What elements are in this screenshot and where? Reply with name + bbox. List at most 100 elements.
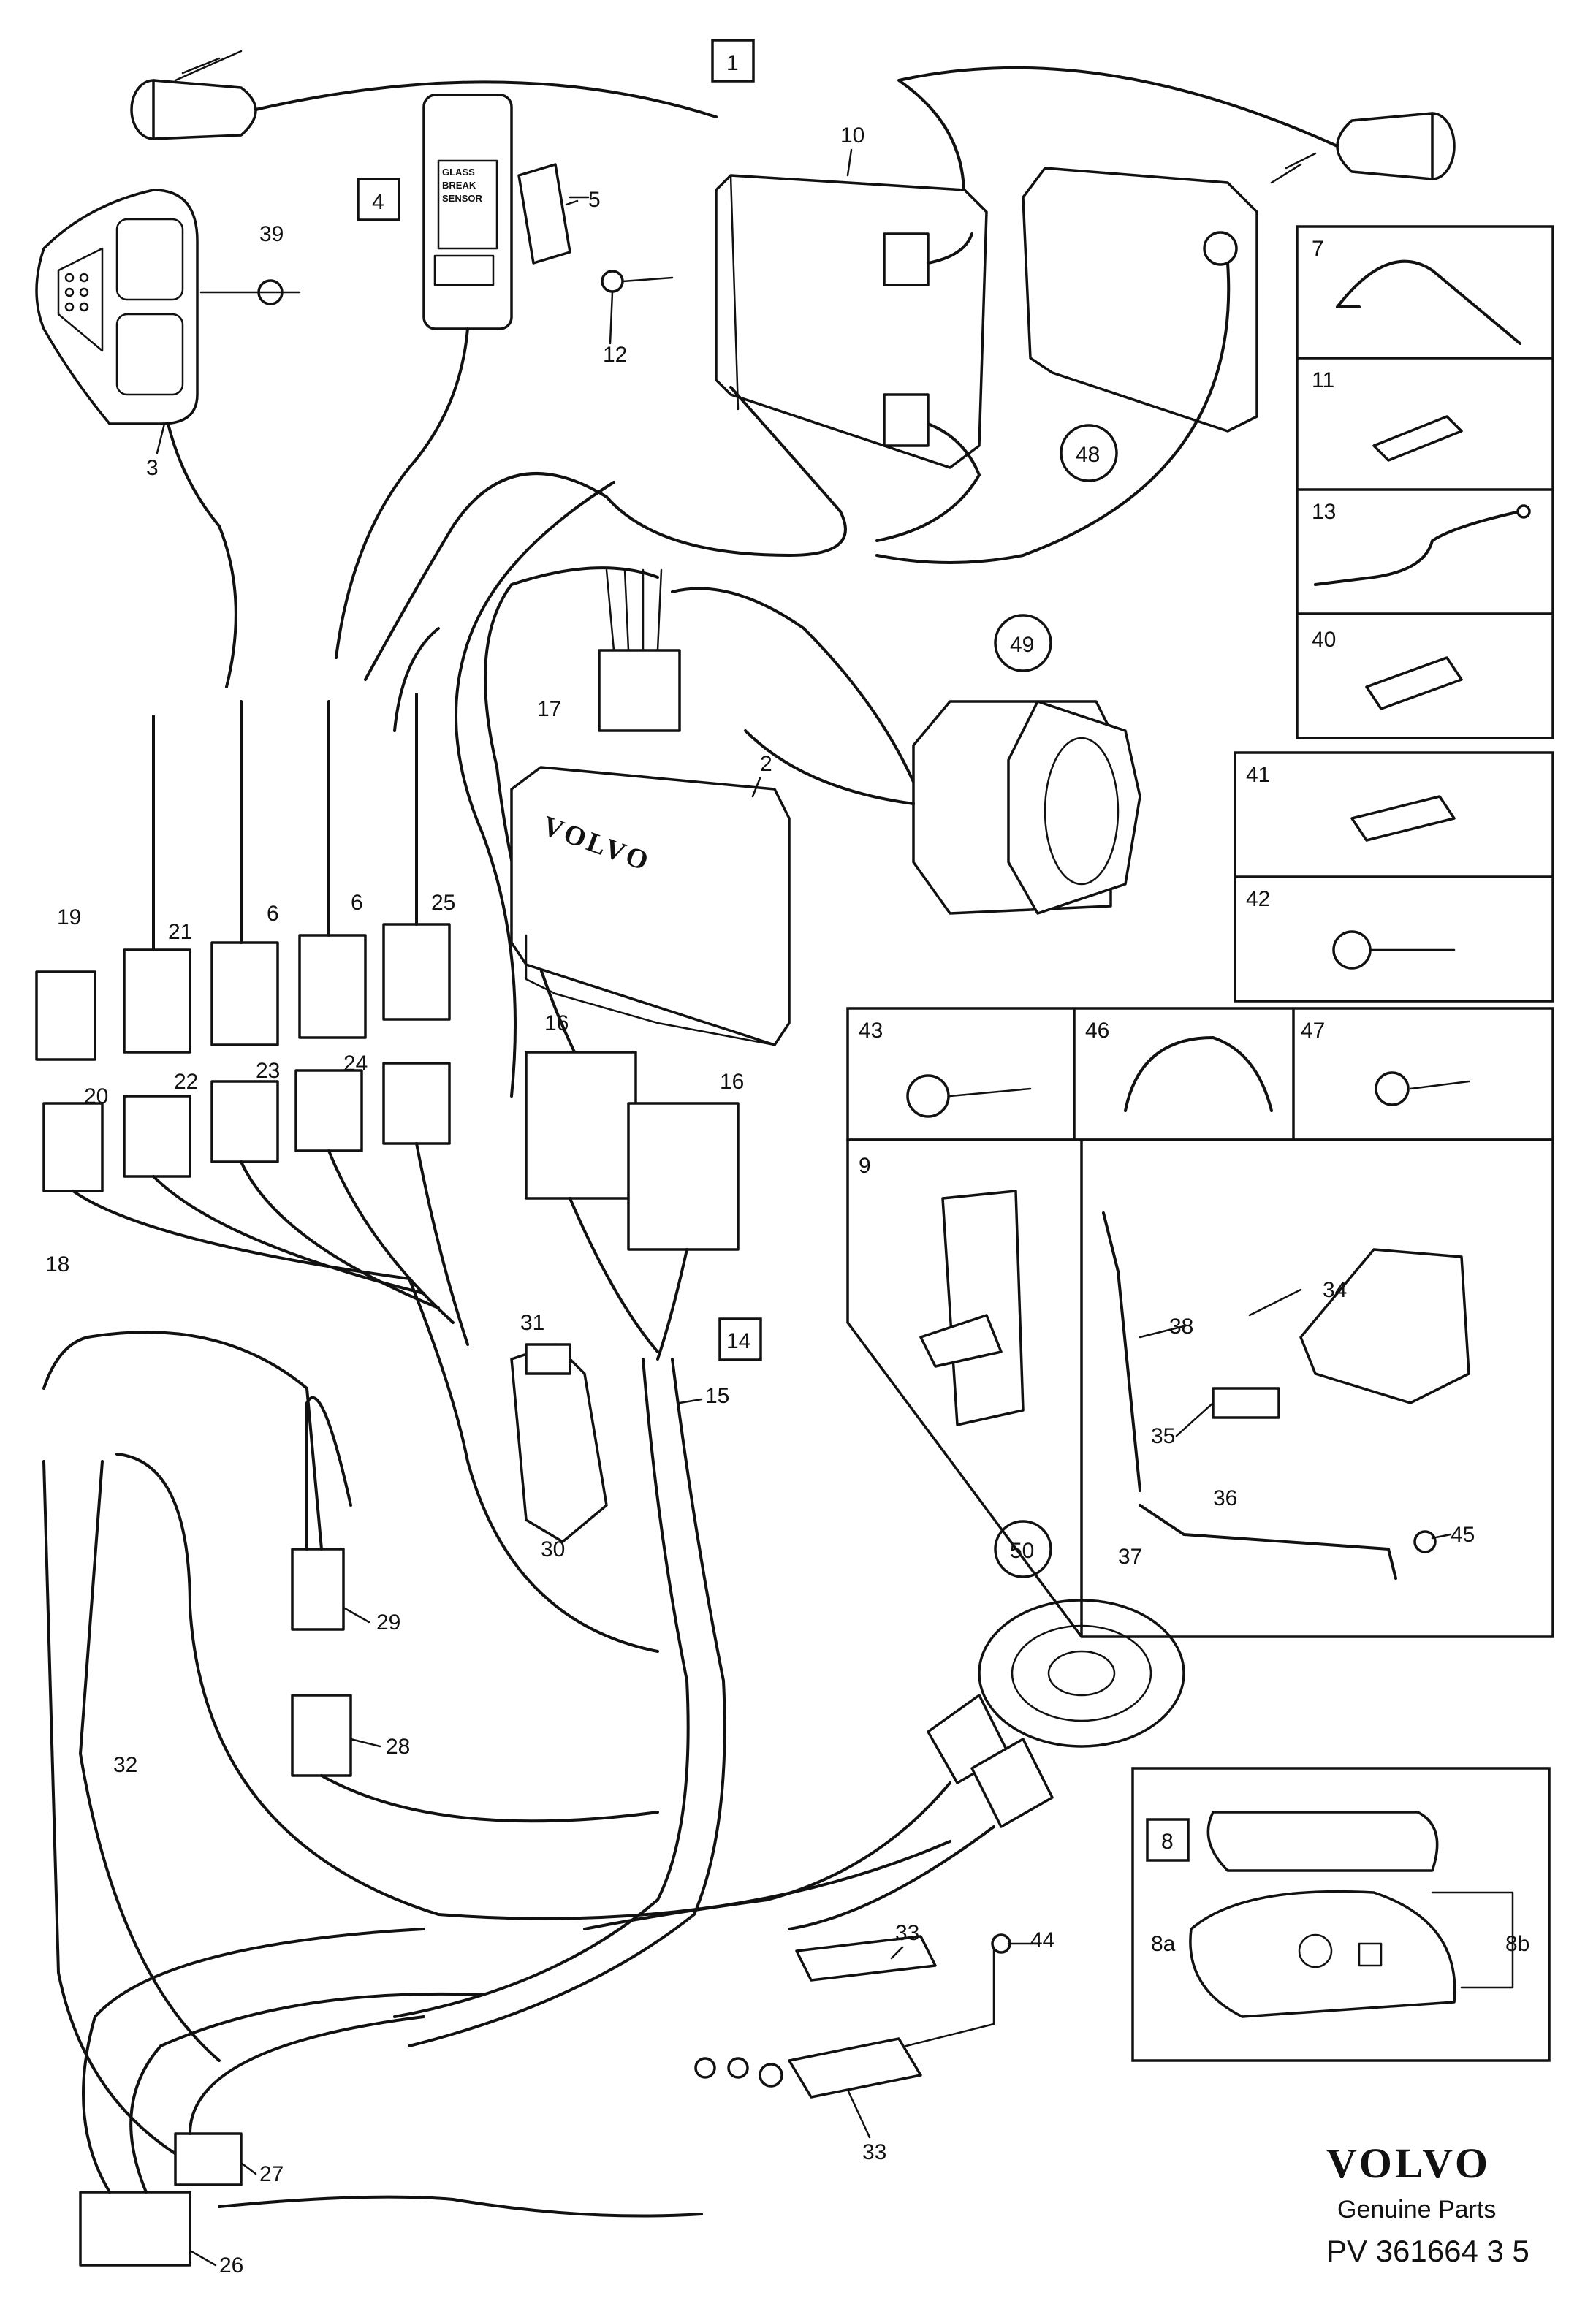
connector-6a — [210, 941, 279, 1046]
connectors-16 — [525, 1051, 740, 1361]
label-49: 49 — [1010, 633, 1034, 657]
connector-19 — [35, 970, 96, 1061]
connector-29 — [291, 1548, 345, 1631]
label-17: 17 — [537, 697, 561, 721]
label-24: 24 — [343, 1051, 368, 1076]
connector-24 — [382, 1062, 451, 1145]
connector-18 — [42, 1102, 104, 1192]
footer-branding: VOLVO Genuine Parts PV 361664 3 5 — [1326, 2139, 1530, 2268]
label-8b: 8b — [1505, 1932, 1530, 1956]
panel-part-13 — [1314, 504, 1531, 586]
label-40: 40 — [1312, 628, 1336, 652]
remote-control-8 — [1189, 1811, 1514, 2018]
label-21: 21 — [168, 920, 192, 944]
label-19: 19 — [57, 905, 81, 929]
detail-panel-right — [846, 225, 1554, 2062]
label-33a: 33 — [895, 1921, 919, 1945]
reference-labels: 1 2 3 4 5 6 6 7 8 8a 8b 9 10 11 12 13 14… — [45, 39, 1530, 2278]
label-10: 10 — [840, 123, 864, 148]
label-50: 50 — [1010, 1539, 1034, 1563]
label-35: 35 — [1151, 1424, 1175, 1448]
panel-part-41 — [1350, 795, 1456, 842]
label-20: 20 — [84, 1084, 108, 1108]
connector-20 — [123, 1095, 191, 1178]
harness-top-cables — [364, 386, 847, 1185]
panel-part-11 — [1372, 415, 1463, 462]
label-11: 11 — [1312, 368, 1334, 392]
panel-part-42 — [1332, 930, 1456, 970]
label-33b: 33 — [862, 2140, 886, 2164]
sensor-text-line-2: BREAK — [442, 180, 476, 191]
siren-module-48 — [875, 167, 1258, 564]
connector-22 — [210, 1080, 279, 1163]
switches-33 — [694, 1933, 1011, 2099]
label-7: 7 — [1312, 237, 1324, 261]
panel-part-47 — [1375, 1071, 1470, 1106]
label-36: 36 — [1213, 1486, 1237, 1510]
label-29: 29 — [376, 1610, 400, 1635]
label-30: 30 — [541, 1537, 565, 1561]
connector-21 — [123, 948, 191, 1054]
label-3: 3 — [146, 456, 159, 480]
label-25: 25 — [431, 891, 455, 915]
label-14: 14 — [726, 1329, 750, 1353]
footer-subtitle: Genuine Parts — [1337, 2196, 1496, 2224]
main-harness-15 — [393, 1358, 726, 2047]
screw-12 — [601, 270, 674, 293]
adhesive-pad-5 — [517, 163, 590, 265]
label-2: 2 — [760, 752, 772, 776]
label-46: 46 — [1085, 1019, 1109, 1043]
sensor-text-line-3: SENSOR — [442, 193, 483, 204]
connector-27 — [174, 2132, 243, 2186]
label-37: 37 — [1118, 1545, 1142, 1569]
panel-part-46 — [1124, 1036, 1273, 1112]
panel-part-40 — [1365, 656, 1463, 710]
footer-brand: VOLVO — [1326, 2139, 1491, 2187]
label-15: 15 — [705, 1384, 729, 1408]
label-31: 31 — [520, 1311, 544, 1335]
label-23: 23 — [256, 1059, 280, 1083]
leader-lines — [156, 148, 1452, 2267]
connector-6b — [298, 934, 367, 1039]
label-1: 1 — [726, 51, 739, 75]
grommet-50 — [583, 1599, 1185, 1930]
panel-part-9 — [919, 1190, 1025, 1426]
label-47: 47 — [1301, 1019, 1325, 1043]
connectors-28-29 — [291, 1396, 659, 1823]
label-13: 13 — [1312, 500, 1336, 524]
control-unit-2: VOLVO — [510, 766, 791, 1046]
label-4: 4 — [372, 190, 384, 214]
label-45: 45 — [1451, 1523, 1475, 1547]
siren-49 — [744, 700, 1141, 915]
right-microphone — [897, 66, 1456, 265]
cable-32 — [42, 1331, 951, 2179]
connector-17 — [598, 568, 915, 783]
panel-part-7 — [1336, 259, 1521, 345]
control-module-10 — [715, 174, 988, 542]
panel-part-43 — [906, 1074, 1032, 1118]
label-41: 41 — [1246, 763, 1270, 787]
label-27: 27 — [259, 2162, 284, 2186]
sensor-text-line-1: GLASS — [442, 167, 475, 178]
left-microphone — [130, 50, 718, 140]
glass-break-sensor-4: GLASS BREAK SENSOR — [335, 94, 513, 659]
washer-39 — [200, 279, 301, 305]
label-28: 28 — [386, 1735, 410, 1759]
label-32: 32 — [113, 1753, 137, 1777]
control-panel-3 — [35, 189, 238, 688]
label-34: 34 — [1323, 1278, 1347, 1302]
label-16a: 16 — [544, 1011, 569, 1035]
label-6a: 6 — [267, 902, 279, 926]
label-8a: 8a — [1151, 1932, 1176, 1956]
label-8: 8 — [1161, 1830, 1174, 1854]
label-12: 12 — [603, 343, 627, 367]
connector-23 — [294, 1069, 363, 1152]
label-43: 43 — [859, 1019, 883, 1043]
label-22: 22 — [174, 1070, 198, 1094]
label-9: 9 — [859, 1154, 871, 1178]
connector-25 — [382, 923, 451, 1021]
connectors-26-27 — [79, 1928, 703, 2267]
label-5: 5 — [588, 188, 601, 212]
